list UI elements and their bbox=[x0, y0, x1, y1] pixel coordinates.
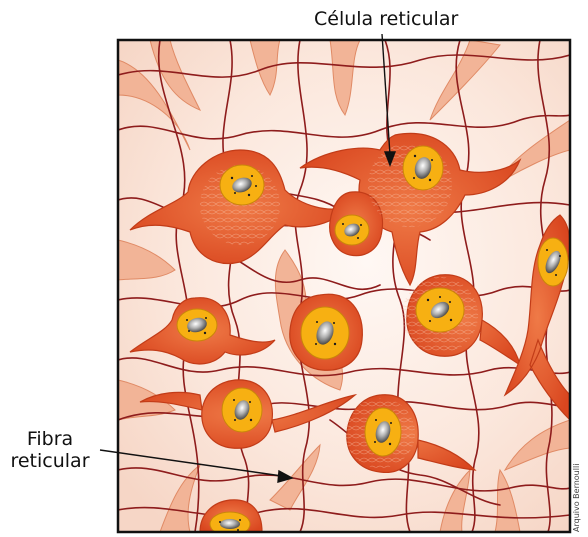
nucleus bbox=[220, 165, 264, 205]
nucleus bbox=[416, 288, 464, 332]
nucleus bbox=[365, 408, 401, 456]
fiber-label-line-2: reticular bbox=[4, 450, 96, 472]
image-credit: Arquivo Bernoulli bbox=[572, 464, 581, 532]
nucleus bbox=[222, 388, 262, 432]
nucleus bbox=[335, 215, 369, 245]
cell-label: Célula reticular bbox=[314, 8, 458, 30]
fiber-label-line-1: Fibra bbox=[4, 428, 96, 450]
nucleus bbox=[538, 238, 568, 286]
nucleus bbox=[177, 309, 217, 341]
fiber-label: Fibra reticular bbox=[4, 428, 96, 472]
nucleus bbox=[403, 146, 443, 190]
nucleus bbox=[301, 307, 349, 359]
